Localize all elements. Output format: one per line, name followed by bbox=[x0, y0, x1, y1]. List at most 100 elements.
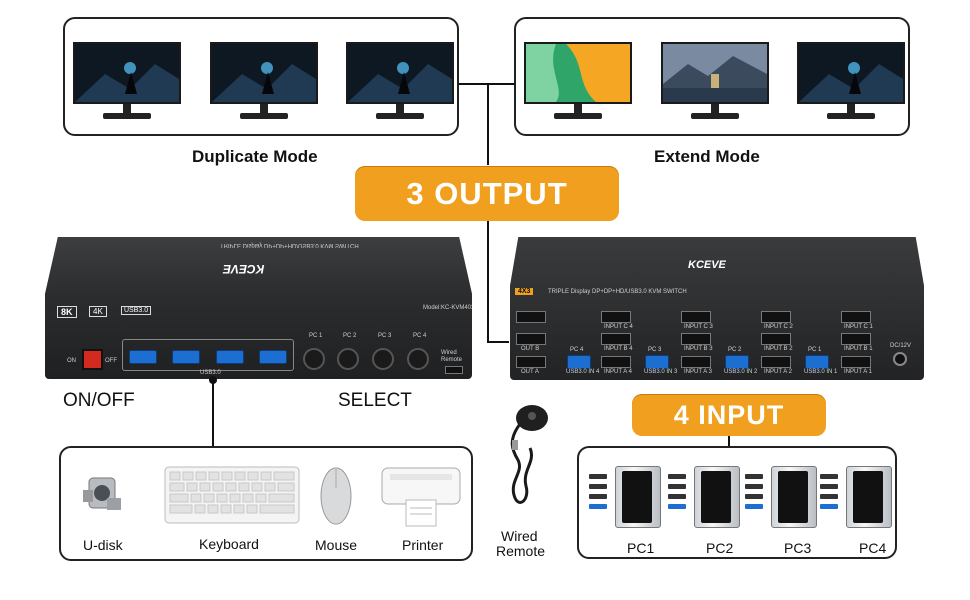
peripheral-label: Printer bbox=[402, 537, 444, 553]
input-port[interactable] bbox=[681, 356, 711, 368]
connector-line bbox=[487, 341, 509, 343]
pc-tower-icon bbox=[771, 466, 817, 528]
on-label: ON bbox=[67, 358, 76, 364]
input-port[interactable] bbox=[681, 311, 711, 323]
output-port[interactable] bbox=[516, 356, 546, 368]
input-label: INPUT A 1 bbox=[844, 369, 872, 375]
output-label: OUT B bbox=[521, 346, 540, 352]
usb-drive-icon bbox=[83, 477, 121, 510]
cable-icon bbox=[745, 474, 763, 479]
input-port[interactable] bbox=[601, 356, 631, 368]
remote-label-line2: Remote bbox=[496, 543, 546, 559]
select-pc2-button[interactable] bbox=[337, 348, 359, 370]
peripheral-label: U-disk bbox=[83, 537, 123, 553]
pc-button-label: PC 4 bbox=[413, 333, 427, 339]
cable-icon bbox=[745, 484, 763, 489]
connector-line bbox=[212, 380, 214, 446]
input-port[interactable] bbox=[601, 311, 631, 323]
cable-icon bbox=[820, 504, 838, 509]
cable-icon bbox=[820, 484, 838, 489]
cable-icon bbox=[820, 494, 838, 499]
peripheral-label: Keyboard bbox=[199, 536, 259, 552]
wired-remote-icon bbox=[510, 405, 548, 504]
cable-icon bbox=[668, 504, 686, 509]
select-pc1-button[interactable] bbox=[303, 348, 325, 370]
kvm-switch-front: TRIPLE Display DP+DP+HD/USB3.0 KVM SWITC… bbox=[45, 237, 472, 379]
cable-icon bbox=[745, 494, 763, 499]
input-port[interactable] bbox=[841, 311, 871, 323]
pc-label: PC3 bbox=[784, 540, 812, 556]
cable-icon bbox=[745, 504, 763, 509]
usb-port[interactable] bbox=[216, 350, 244, 364]
connector-line bbox=[487, 83, 489, 165]
usb-port[interactable] bbox=[129, 350, 157, 364]
pc-label: PC 3 bbox=[648, 347, 662, 353]
output-port[interactable] bbox=[516, 311, 546, 323]
usb-input-port[interactable] bbox=[567, 355, 591, 369]
output-port[interactable] bbox=[516, 333, 546, 345]
pc-label: PC2 bbox=[706, 540, 734, 556]
input-port[interactable] bbox=[761, 356, 791, 368]
extend-mode-caption: Extend Mode bbox=[654, 147, 760, 166]
input-port[interactable] bbox=[601, 333, 631, 345]
power-switch[interactable] bbox=[82, 349, 103, 370]
monitor-icon bbox=[210, 42, 318, 122]
brand-logo: KCEVE bbox=[688, 259, 726, 271]
usb-in-label: USB3.0 IN 3 bbox=[644, 369, 678, 375]
duplicate-mode-panel bbox=[63, 17, 459, 136]
usb-port[interactable] bbox=[259, 350, 287, 364]
input-label: INPUT C 4 bbox=[604, 324, 633, 330]
model-text: Model:KC-KVM403DH bbox=[423, 305, 484, 311]
pc-tower-icon bbox=[846, 466, 892, 528]
usb-in-label: USB3.0 IN 4 bbox=[566, 369, 600, 375]
pc-label: PC 2 bbox=[728, 347, 742, 353]
dc-label: DC/12V bbox=[890, 343, 912, 349]
input-port[interactable] bbox=[841, 333, 871, 345]
input-label: INPUT A 3 bbox=[684, 369, 712, 375]
off-label: OFF bbox=[105, 358, 117, 364]
connector-line bbox=[487, 221, 489, 343]
usb-port[interactable] bbox=[172, 350, 200, 364]
printer-icon bbox=[381, 467, 461, 527]
remote-label-line1: Wired bbox=[501, 528, 538, 544]
usb-in-label: USB3.0 IN 1 bbox=[804, 369, 838, 375]
usb-input-port[interactable] bbox=[725, 355, 749, 369]
input-port[interactable] bbox=[761, 333, 791, 345]
pc-button-label: PC 2 bbox=[343, 333, 357, 339]
input-port[interactable] bbox=[681, 333, 711, 345]
usb-input-port[interactable] bbox=[645, 355, 669, 369]
peripheral-label: Mouse bbox=[315, 537, 358, 553]
select-pc3-button[interactable] bbox=[372, 348, 394, 370]
select-pc4-button[interactable] bbox=[407, 348, 429, 370]
monitor-icon bbox=[73, 42, 181, 122]
cable-icon bbox=[668, 484, 686, 489]
dc-power-port[interactable] bbox=[893, 352, 907, 366]
connector-line bbox=[728, 436, 730, 448]
brand-logo: KCEVE bbox=[223, 262, 265, 276]
cable-icon bbox=[668, 474, 686, 479]
header-text: TRIPLE Display DP+DP+HD/USB3.0 KVM SWITC… bbox=[220, 242, 359, 248]
usb-input-port[interactable] bbox=[805, 355, 829, 369]
mouse-icon bbox=[320, 467, 352, 525]
usb-label: USB3.0 bbox=[200, 370, 221, 376]
kvm-switch-rear: KCEVE 4X3 TRIPLE Display DP+DP+HD/USB3.0… bbox=[510, 237, 924, 380]
cable-icon bbox=[589, 484, 607, 489]
pc-label: PC 1 bbox=[808, 347, 822, 353]
input-label: INPUT C 3 bbox=[684, 324, 713, 330]
cable-icon bbox=[589, 474, 607, 479]
cable-icon bbox=[820, 474, 838, 479]
input-port[interactable] bbox=[841, 356, 871, 368]
cable-icon bbox=[668, 494, 686, 499]
input-label: INPUT B 1 bbox=[844, 346, 873, 352]
input-label: INPUT C 2 bbox=[764, 324, 793, 330]
output-badge: 3 OUTPUT bbox=[355, 166, 619, 221]
wired-remote-small-label: Wired Remote bbox=[441, 350, 463, 363]
remote-port[interactable] bbox=[445, 366, 463, 374]
pc-label: PC4 bbox=[859, 540, 887, 556]
input-label: INPUT A 2 bbox=[764, 369, 792, 375]
monitor-icon bbox=[661, 42, 769, 122]
input-port[interactable] bbox=[761, 311, 791, 323]
pc-tower-icon bbox=[694, 466, 740, 528]
pc-button-label: PC 3 bbox=[378, 333, 392, 339]
model-tag: 4X3 bbox=[515, 288, 534, 295]
